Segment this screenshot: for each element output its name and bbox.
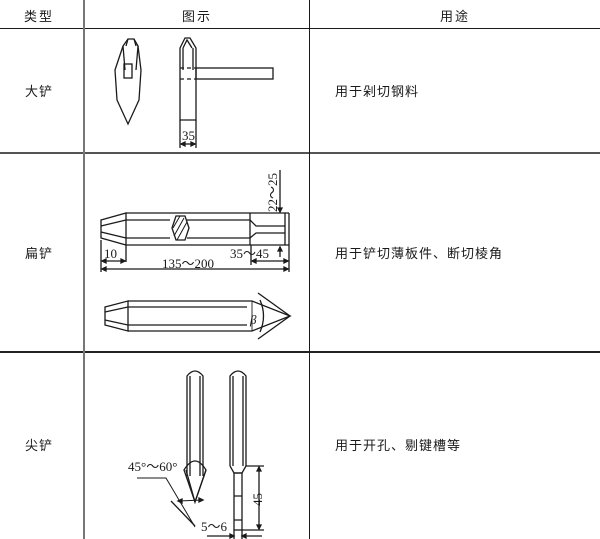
- col2-divider: [309, 0, 310, 539]
- row3-usage: 用于开孔、剔键槽等: [335, 439, 462, 454]
- dim-45-60-deg: 45°～60°: [128, 459, 177, 474]
- row1-type: 大铲: [25, 85, 54, 100]
- flat-chisel-side-view-icon: [104, 292, 292, 340]
- row1-usage: 用于剁切钢料: [335, 85, 420, 100]
- header-type: 类型: [24, 10, 55, 25]
- col1-divider: [83, 0, 85, 539]
- row1-bottom-rule: [0, 152, 600, 154]
- row3-type: 尖铲: [25, 439, 54, 454]
- dim-45: 45: [250, 493, 265, 506]
- dim-135-200: 135～200: [162, 256, 214, 271]
- pointed-chisel-side-view-icon: [137, 370, 207, 528]
- header-usage: 用途: [440, 10, 471, 25]
- large-chisel-front-view-icon: [179, 37, 274, 148]
- header-bottom-rule: [0, 28, 600, 29]
- row2-bottom-rule: [0, 351, 600, 353]
- large-chisel-side-view-icon: [114, 38, 142, 126]
- flat-chisel-top-view-icon: [100, 170, 290, 273]
- dim-10: 10: [104, 246, 117, 261]
- row2-usage: 用于铲切薄板件、断切棱角: [335, 247, 504, 262]
- header-figure: 图示: [182, 10, 213, 25]
- dim-35: 35: [182, 128, 195, 143]
- dim-5-6: 5～6: [201, 519, 228, 534]
- pointed-chisel-front-view-icon: [207, 370, 264, 539]
- dim-beta: β: [249, 312, 257, 327]
- dim-22-25: 22～25: [265, 173, 280, 212]
- dim-35-45: 35～45: [230, 246, 269, 261]
- row2-type: 扁铲: [25, 247, 54, 262]
